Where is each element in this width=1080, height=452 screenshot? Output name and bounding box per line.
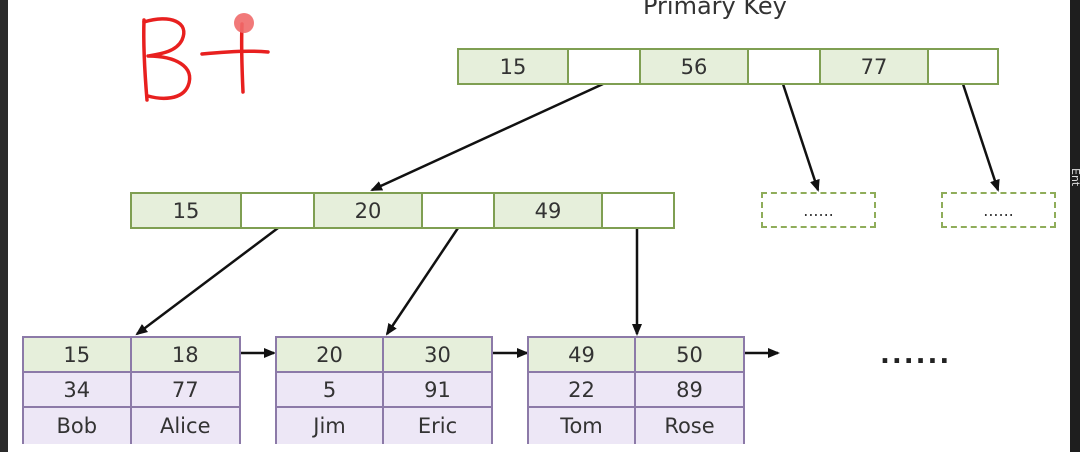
root-pointer-cell [929,50,997,83]
leaf-key: 18 [131,338,239,373]
leaf-key: 20 [277,338,384,373]
root-pointer-cell [569,50,641,83]
leaf-name: Tom [529,408,636,444]
arrow-root-to-placeholder-1 [781,83,820,192]
root-pointer-cell [749,50,821,83]
root-key-cell: 77 [821,50,929,83]
placeholder-node: ...... [941,192,1056,228]
internal-key-cell: 20 [315,194,423,227]
internal-pointer-cell [242,194,315,227]
leaf-key: 50 [636,338,743,373]
leaf-value: 77 [131,373,239,408]
leaf-key: 30 [384,338,491,373]
internal-node: 15 20 49 [130,192,675,229]
leaf-node: 20 30 5 91 Jim Eric [275,336,493,444]
placeholder-node: ...... [761,192,876,228]
leaf-value: 34 [24,373,132,408]
leaf-name: Eric [384,408,491,444]
internal-pointer-cell [423,194,495,227]
internal-key-cell: 49 [495,194,603,227]
root-node: 15 56 77 [457,48,999,85]
arrow-internal-to-leaf-1 [135,227,279,336]
root-key-cell: 56 [641,50,749,83]
leaf-node: 49 50 22 89 Tom Rose [527,336,745,444]
continuation-ellipsis: ...... [880,340,952,370]
leaf-value: 91 [384,373,491,408]
cursor-dot [234,13,254,33]
primary-key-title: Primary Key [643,0,787,20]
side-label: Ent [1070,168,1080,187]
leaf-node: 15 18 34 77 Bob Alice [22,336,241,444]
leaf-key: 49 [529,338,636,373]
root-key-cell: 15 [459,50,569,83]
leaf-name: Jim [277,408,384,444]
arrow-root-to-placeholder-2 [961,83,1000,192]
leaf-name: Bob [24,408,132,444]
window-edge [1070,0,1080,452]
leaf-name: Alice [131,408,239,444]
internal-pointer-cell [603,194,673,227]
arrow-internal-to-leaf-2 [385,227,460,336]
handwritten-annotation [141,13,270,102]
leaf-value: 5 [277,373,384,408]
leaf-name: Rose [636,408,743,444]
leaf-value: 89 [636,373,743,408]
internal-key-cell: 15 [132,194,242,227]
leaf-value: 22 [529,373,636,408]
leaf-key: 15 [24,338,132,373]
arrow-root-to-internal [370,82,604,192]
annotation-letter-b [141,17,192,102]
